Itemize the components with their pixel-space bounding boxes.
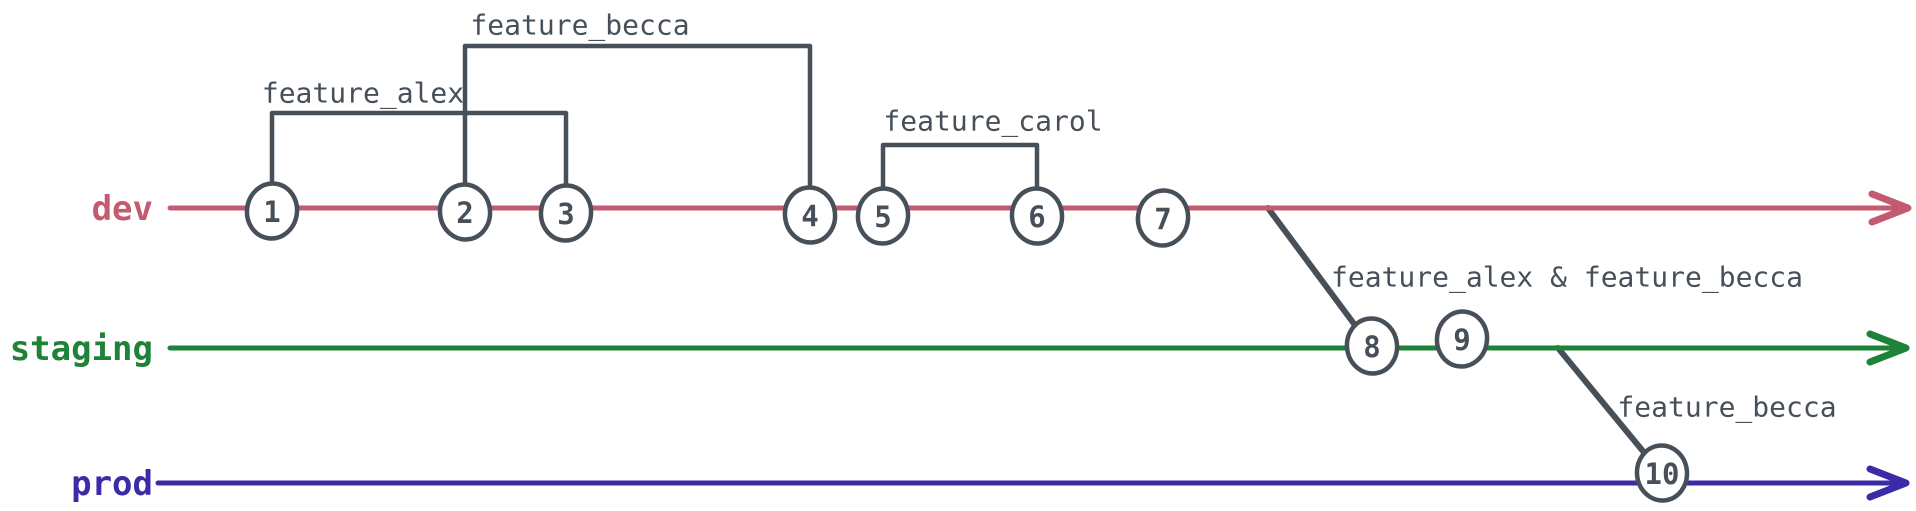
arrowhead-icon-staging	[1866, 330, 1910, 366]
feature-label-feature_becca: feature_becca	[470, 9, 689, 43]
feature-bracket-feature_carol	[880, 142, 1040, 192]
commit-node-4: 4	[782, 185, 838, 245]
commit-circle	[1009, 186, 1065, 246]
commit-circle	[1135, 188, 1191, 248]
commit-node-6: 6	[1009, 186, 1065, 246]
merge-edge-0	[1265, 205, 1369, 343]
merge-edges-layer	[1265, 205, 1659, 470]
commit-node-9: 9	[1434, 309, 1490, 369]
commit-node-8: 8	[1344, 316, 1400, 376]
commit-number: 7	[1154, 202, 1171, 236]
commit-circle	[1344, 316, 1400, 376]
merge-label-1: feature_becca	[1617, 391, 1836, 425]
commit-node-10: 10	[1634, 443, 1690, 503]
commit-number: 3	[557, 197, 574, 231]
commit-node-1: 1	[244, 181, 300, 241]
commit-circle	[1434, 309, 1490, 369]
merge-label-0: feature_alex & feature_becca	[1331, 261, 1803, 295]
arrowhead-icon-prod	[1866, 465, 1910, 501]
commit-node-5: 5	[855, 186, 911, 246]
commit-node-2: 2	[437, 182, 493, 242]
commit-number: 4	[801, 199, 818, 233]
commit-circle	[1634, 443, 1690, 503]
commit-number: 8	[1363, 330, 1380, 364]
labels-layer: devstagingprodfeature_alexfeature_beccaf…	[10, 9, 1837, 505]
commit-nodes-layer: 1 2 3 4 5 6 7 8 9 10	[244, 181, 1690, 503]
commit-node-7: 7	[1135, 188, 1191, 248]
commit-circle	[538, 183, 594, 243]
branch-line-staging	[167, 345, 1901, 352]
feature-label-feature_alex: feature_alex	[262, 77, 464, 111]
arrowhead-icon-dev	[1868, 190, 1912, 226]
commit-circle	[437, 182, 493, 242]
branch-label-dev: dev	[92, 189, 153, 229]
commit-circle	[855, 186, 911, 246]
commit-number: 1	[263, 195, 280, 229]
branch-label-prod: prod	[71, 464, 153, 504]
merge-edge-1	[1555, 345, 1659, 470]
branch-label-staging: staging	[10, 329, 153, 369]
commit-circle	[244, 181, 300, 241]
commit-node-3: 3	[538, 183, 594, 243]
feature-label-feature_carol: feature_carol	[883, 105, 1102, 139]
commit-number: 6	[1028, 200, 1045, 234]
commit-number: 2	[456, 196, 473, 230]
feature-bracket-feature_becca	[462, 43, 813, 191]
commit-number: 5	[874, 200, 891, 234]
commit-number: 9	[1453, 323, 1470, 357]
commit-circle	[782, 185, 838, 245]
commit-number: 10	[1645, 457, 1680, 491]
feature-brackets-layer	[269, 43, 1040, 192]
feature-bracket-feature_alex	[269, 110, 569, 189]
